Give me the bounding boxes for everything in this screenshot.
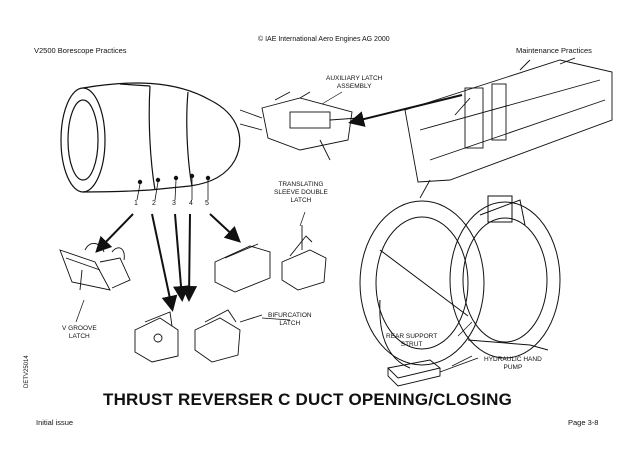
header-right-title: Maintenance Practices <box>516 46 592 55</box>
label-translating-sleeve-latch: TRANSLATING SLEEVE DOUBLE LATCH <box>274 181 328 204</box>
copyright-notice: © IAE International Aero Engines AG 2000 <box>258 36 390 43</box>
latch-locations <box>137 173 211 185</box>
arrow-to-bifurcation-c <box>181 213 198 302</box>
latch-number-1: 1 <box>134 200 138 207</box>
latch-number-3: 3 <box>172 200 176 207</box>
arrow-to-auxiliary-latch <box>348 94 463 127</box>
label-vgroove-latch: V GROOVE LATCH <box>62 325 97 340</box>
support-strut-line <box>379 249 469 317</box>
latch-number-5: 5 <box>205 200 209 207</box>
arrow-to-sleeve-latch <box>209 213 241 243</box>
footer-page-number: Page 3-8 <box>568 418 599 427</box>
footer-issue: Initial issue <box>36 418 74 427</box>
side-reference-code: DETV25014 <box>24 355 30 388</box>
c-duct-drawing <box>359 195 561 369</box>
label-auxiliary-latch: AUXILIARY LATCH ASSEMBLY <box>326 75 383 90</box>
hydraulic-pump-drawing <box>387 357 479 387</box>
vgroove-latch-drawing <box>59 243 131 291</box>
engine-nacelle-drawing <box>60 82 241 193</box>
auxiliary-latch-drawing <box>239 91 359 161</box>
latch-beam-drawing <box>404 57 613 199</box>
label-rear-support-strut: REAR SUPPORT STRUT <box>386 333 438 348</box>
sleeve-latch-drawing <box>214 225 327 293</box>
label-bifurcation-latch: BIFURCATION LATCH <box>268 312 312 327</box>
header-left-title: V2500 Borescope Practices <box>34 46 127 55</box>
arrow-to-bifurcation-b <box>173 213 189 302</box>
bifurcation-latch-drawing <box>134 309 263 363</box>
arrow-to-vgroove <box>95 213 134 253</box>
latch-number-2: 2 <box>152 200 156 207</box>
page-title: THRUST REVERSER C DUCT OPENING/CLOSING <box>103 390 513 409</box>
latch-number-4: 4 <box>189 200 193 207</box>
arrow-to-bifurcation-a <box>151 213 178 312</box>
label-hydraulic-hand-pump: HYDRAULIC HAND PUMP <box>484 356 542 371</box>
